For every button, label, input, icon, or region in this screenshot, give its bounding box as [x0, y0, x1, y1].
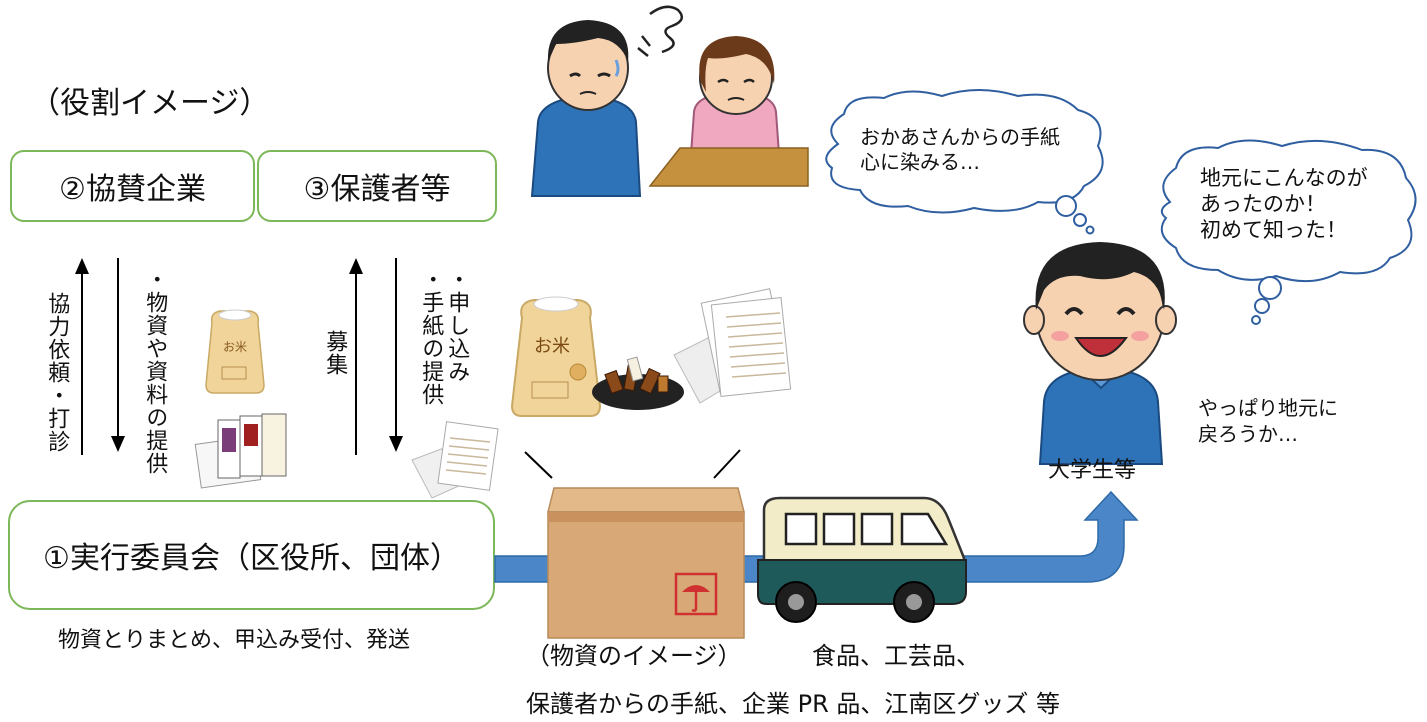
sponsor-box: ②協賛企業: [10, 150, 255, 222]
goods-caption-items: 食品、工芸品、: [812, 642, 980, 670]
student-bubble-line-2: あったのか！: [1200, 192, 1326, 216]
svg-text:お米: お米: [534, 336, 570, 357]
parent-letter-line-1: おかあさんからの手紙: [860, 125, 1060, 149]
guardian-label: ③保護者等: [303, 172, 451, 207]
vertical-arrows: [75, 258, 403, 455]
packaged-goods-icon: [194, 413, 287, 489]
truck-icon: [757, 496, 967, 623]
letters-icon: [673, 288, 792, 404]
crackers-icon: [592, 356, 684, 410]
guardian-letter-text: ・手紙の提供: [418, 268, 444, 406]
goods-caption-items-2: 保護者からの手紙、企業 PR 品、江南区グッズ 等: [526, 690, 1061, 718]
thought-bubble-student: [1160, 139, 1417, 325]
rice-bag-small-icon: お米: [205, 309, 265, 394]
student-thought-line-2: 戻ろうか…: [1198, 422, 1298, 446]
letter-icon: [411, 421, 499, 499]
student-label: 大学生等: [1048, 458, 1137, 483]
parent-letter-line-2: 心に染みる…: [860, 150, 980, 174]
committee-box: ①実行委員会（区役所、団体）: [8, 500, 495, 610]
sponsor-request-text: 協力依頼・打診: [44, 292, 70, 453]
cardboard-box-icon: [547, 487, 745, 639]
committee-note: 物資とりまとめ、甲込み受付、発送: [58, 628, 411, 653]
guardian-recruit-text: 募集: [322, 330, 348, 376]
student-thought-line-1: やっぱり地元に: [1198, 396, 1338, 420]
happy-student-icon: [1023, 242, 1177, 465]
student-bubble-line-3: 初めて知った！: [1200, 218, 1347, 242]
sigh-squiggle: [637, 5, 684, 57]
goods-caption-title: （物資のイメージ）: [526, 642, 742, 670]
page-title: （役割イメージ）: [30, 86, 270, 121]
rice-bag-large-icon: お米: [510, 296, 602, 417]
sponsor-label: ②協賛企業: [59, 172, 206, 207]
sponsor-provide-text: ・物資や資料の提供: [142, 268, 168, 475]
thought-bubble-parent: [825, 89, 1104, 235]
guardian-box: ③保護者等: [257, 150, 497, 222]
student-bubble-line-1: 地元にこんなのが: [1200, 166, 1368, 190]
committee-label: ①実行委員会（区役所、団体）: [43, 541, 460, 576]
svg-text:お米: お米: [223, 340, 247, 354]
worried-parents-icon: [530, 5, 809, 197]
guardian-apply-text: ・申し込み: [444, 268, 470, 383]
